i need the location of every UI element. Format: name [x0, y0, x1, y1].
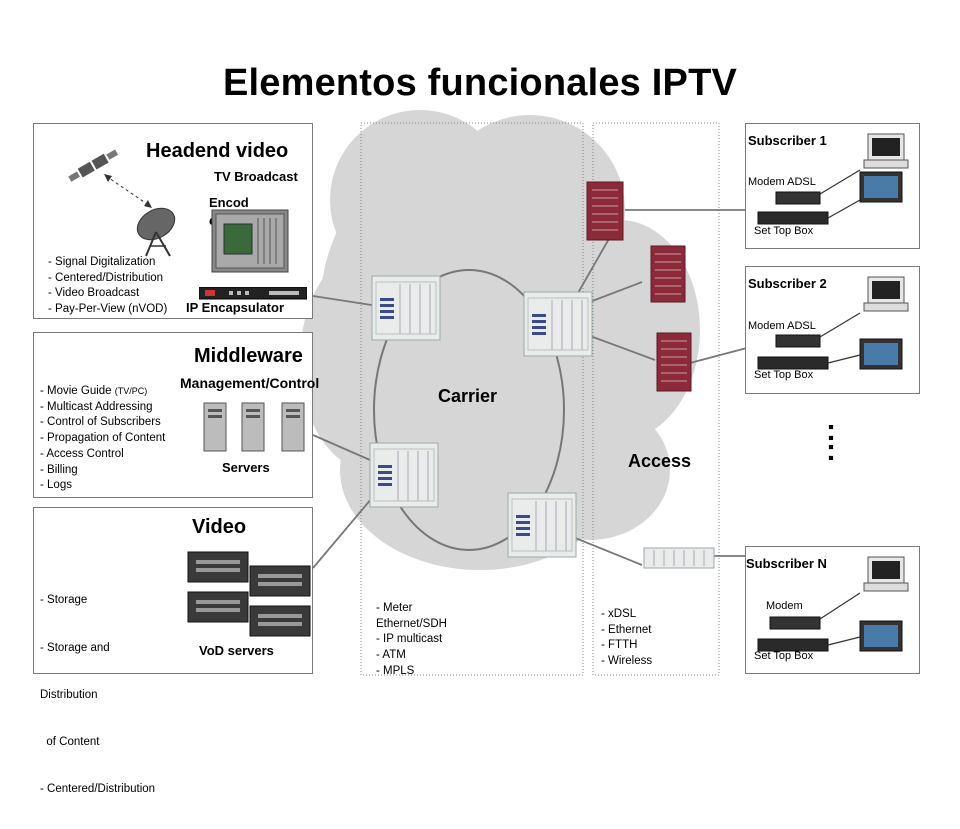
access-router-3 — [656, 332, 692, 392]
list-item: - IP multicast — [376, 633, 443, 646]
access-technology-list: - xDSL - Ethernet - FTTH - Wireless — [601, 607, 652, 670]
access-label: Access — [628, 451, 692, 471]
encoder-rack-icon — [211, 209, 289, 273]
middleware-feature-list: - Movie Guide (TV/PC) - Multicast Addres… — [40, 384, 165, 494]
carrier-switch-1 — [371, 275, 441, 341]
list-item: - Propagation of Content — [40, 432, 166, 445]
list-item: of Content — [40, 735, 100, 748]
list-item: - Storage — [40, 594, 88, 607]
subscriber-title: Subscriber N — [746, 556, 827, 571]
servers-label: Servers — [222, 460, 270, 475]
vod-servers-icon — [187, 551, 311, 637]
video-panel: Video VoD servers - Storage - Storage an… — [33, 507, 313, 795]
access-router-2 — [650, 245, 686, 303]
list-item: - Multicast Addressing — [40, 400, 153, 413]
access-dslam — [643, 547, 715, 569]
list-item: - ATM — [376, 649, 406, 662]
set-top-box-label: Set Top Box — [754, 650, 814, 662]
carrier-label: Carrier — [438, 386, 498, 406]
ip-encapsulator-label: IP Encapsulator — [186, 300, 285, 315]
vod-servers-label: VoD servers — [199, 643, 274, 658]
list-item: - Access Control — [40, 447, 124, 460]
modem-label: Modem — [766, 600, 803, 612]
list-item: Ethernet/SDH — [376, 617, 447, 630]
carrier-protocol-list: - Meter Ethernet/SDH - IP multicast - AT… — [376, 601, 447, 680]
list-item: Distribution — [40, 688, 98, 701]
subscriber-panel-n: Subscriber N Modem Set Top Box — [745, 546, 920, 674]
list-item: - MPLS — [376, 664, 415, 677]
set-top-box-label: Set Top Box — [754, 369, 814, 381]
list-item: - Wireless — [601, 655, 653, 668]
servers-icon — [203, 402, 305, 452]
modem-label: Modem ADSL — [748, 320, 816, 332]
video-heading: Video — [192, 516, 247, 538]
middleware-heading: Middleware — [194, 345, 303, 367]
list-item: - xDSL — [601, 608, 637, 620]
list-item: - Centered/Distribution — [48, 271, 164, 284]
list-item: - Centered/Distribution — [40, 782, 156, 795]
subscriber-panel-1: Subscriber 1 Modem ADSL Set Top Box — [745, 123, 920, 249]
more-subscribers-ellipsis: : — [826, 414, 836, 447]
list-item: - Signal Digitalization — [48, 256, 156, 268]
list-item: - Meter — [376, 602, 413, 614]
more-subscribers-ellipsis: : — [826, 434, 836, 467]
carrier-switch-2 — [523, 291, 593, 357]
list-item: - Video Broadcast — [48, 287, 140, 300]
ip-encapsulator-device-icon — [199, 287, 307, 300]
subscriber-devices-icon — [757, 556, 909, 652]
list-item: - FTTH — [601, 639, 638, 652]
carrier-switch-4 — [507, 492, 577, 558]
carrier-switch-3 — [369, 442, 439, 508]
diagram-canvas — [300, 110, 861, 676]
subscriber-title: Subscriber 1 — [748, 133, 827, 148]
modem-label: Modem ADSL — [748, 176, 816, 188]
list-item: - Pay-Per-View (nVOD) — [48, 303, 168, 316]
page-title: Elementos funcionales IPTV — [222, 62, 738, 104]
middleware-subheading: Management/Control — [180, 375, 320, 391]
network-cloud — [300, 110, 700, 570]
list-item: - Movie Guide (TV/PC) — [40, 385, 148, 397]
list-item: - Ethernet — [601, 623, 652, 636]
headend-panel: Headend video TV Broadcast Encod er IP E… — [33, 123, 313, 319]
access-router-1 — [586, 181, 624, 241]
list-item: - Billing — [40, 463, 78, 476]
satellite-dish-icon — [68, 149, 176, 257]
list-item: - Logs — [40, 479, 72, 492]
carrier-zone — [360, 122, 584, 676]
headend-subheading: TV Broadcast — [214, 169, 298, 184]
list-item: - Control of Subscribers — [40, 416, 161, 429]
video-feature-list: - Storage - Storage and Distribution of … — [40, 562, 155, 829]
subscriber-devices-icon — [757, 133, 909, 225]
subscriber-panel-2: Subscriber 2 Modem ADSL Set Top Box — [745, 266, 920, 394]
subscriber-title: Subscriber 2 — [748, 276, 827, 291]
subscriber-devices-icon — [757, 276, 909, 370]
set-top-box-label: Set Top Box — [754, 225, 814, 237]
carrier-ring — [373, 269, 565, 551]
middleware-panel: Middleware Management/Control Servers - … — [33, 332, 319, 498]
movie-guide-note: (TV/PC) — [114, 386, 148, 396]
headend-feature-list: - Signal Digitalization - Centered/Distr… — [48, 255, 167, 318]
access-zone — [592, 122, 720, 676]
list-item: - Storage and — [40, 641, 110, 654]
headend-heading: Headend video — [146, 140, 289, 162]
